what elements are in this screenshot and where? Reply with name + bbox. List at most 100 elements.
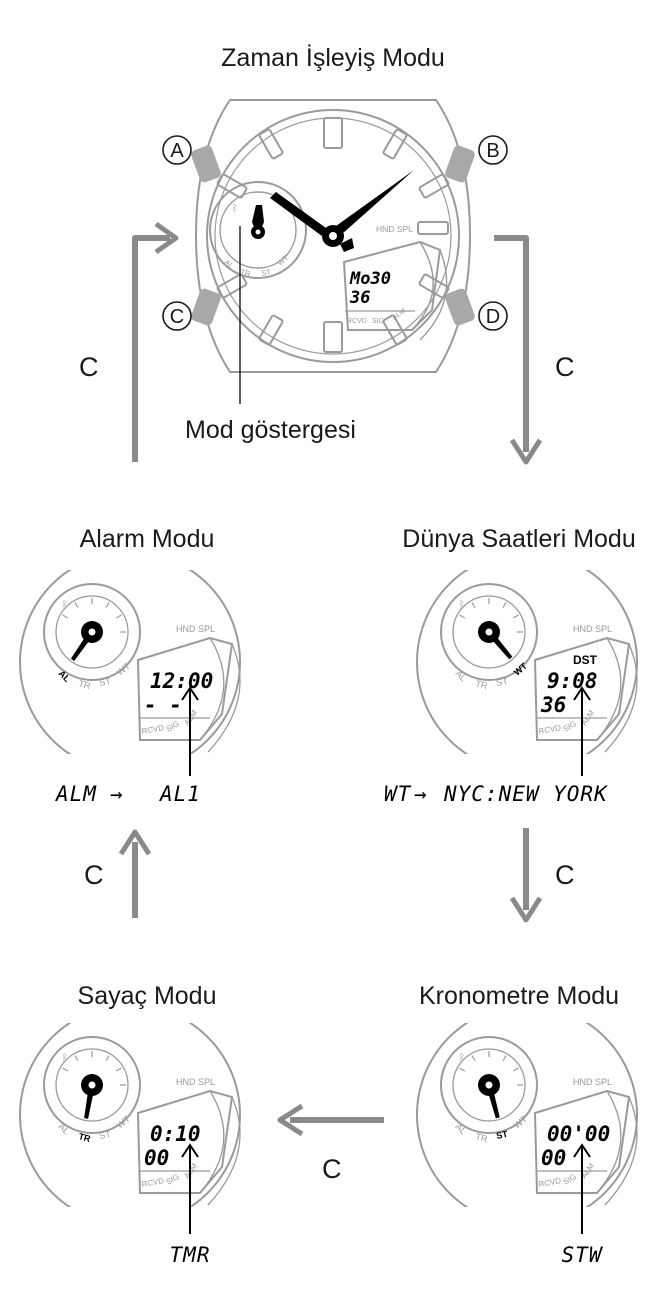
- world-lcd-line1: 9:08: [547, 669, 598, 693]
- stopwatch-code: STW: [562, 1243, 604, 1267]
- watch-hands: [270, 170, 414, 252]
- timer-lcd-line2: 00: [144, 1146, 169, 1170]
- arrow-alarm-to-main: [132, 235, 170, 462]
- alarm-subdial-label: AL: [57, 668, 73, 684]
- alarm-mode-pointer: [70, 621, 103, 661]
- watch-case: [194, 99, 472, 373]
- button-c-label: C: [170, 306, 184, 328]
- stopwatch-dial-outline: [416, 1023, 638, 1207]
- button-labels: [162, 135, 508, 331]
- timer-hnd-spl: HND SPL: [176, 1077, 215, 1087]
- stopwatch-subdial: [440, 1036, 538, 1134]
- main-arc-sig: SIG: [372, 318, 384, 325]
- button-a-label: A: [170, 140, 184, 162]
- watch-dial: [206, 109, 460, 363]
- side-buttons: [190, 144, 476, 326]
- alarm-bluetooth-icon: ᛒ: [62, 600, 68, 611]
- timer-arc-label: RCVD: [141, 1176, 165, 1189]
- stopwatch-subdial-label: ST: [495, 1129, 509, 1141]
- alarm-mode-title: Alarm Modu: [80, 525, 215, 553]
- world-code-from: WT: [384, 782, 412, 806]
- alarm-code-to: AL1: [158, 782, 201, 806]
- timer-arc-label: SIG: [165, 1172, 181, 1187]
- timer-subdial-label: ST: [98, 1129, 112, 1141]
- button-d-label: D: [486, 306, 500, 328]
- alarm-arc-label: SIG: [165, 719, 181, 734]
- stopwatch-arc-label: SIG: [562, 1172, 578, 1187]
- timer-mode-title: Sayaç Modu: [78, 982, 217, 1010]
- button-b-pusher[interactable]: [444, 144, 476, 183]
- subdial-label-st: ST: [261, 267, 272, 278]
- timer-subdial-label: AL: [57, 1121, 72, 1136]
- mode-subdial: [209, 181, 307, 279]
- alarm-dial-outline: [19, 570, 241, 754]
- timer-subdial-label: TR: [77, 1131, 92, 1144]
- timer-bluetooth-icon: ᛒ: [62, 1053, 68, 1064]
- alarm-code-from: ALM: [54, 782, 97, 806]
- main-arc-alm: ALM: [391, 308, 407, 322]
- world-code-arrow: →: [414, 782, 428, 806]
- stopwatch-mode-title: Kronometre Modu: [419, 982, 619, 1010]
- world-time-mode-title: Dünya Saatleri Modu: [402, 525, 635, 553]
- world-bluetooth-icon: ᛒ: [459, 600, 465, 611]
- main-lcd-line1: Mo30: [349, 269, 391, 289]
- timer-lcd-line1: 0:10: [150, 1122, 201, 1146]
- button-d-pusher[interactable]: [444, 287, 476, 326]
- stopwatch-arc-label: RCVD: [538, 1176, 562, 1189]
- main-arc-rcvd: RCVD: [347, 318, 367, 325]
- button-b-label: B: [486, 140, 499, 162]
- world-arc-label: RCVD: [538, 723, 562, 736]
- arrow-label-bottom: C: [322, 1154, 342, 1184]
- world-dial-outline: [416, 570, 638, 754]
- subdial-label-wt: WT: [276, 253, 291, 268]
- alarm-arc-label: RCVD: [141, 723, 165, 736]
- main-lcd-line2: 36: [349, 288, 370, 308]
- world-subdial-label: AL: [454, 668, 469, 683]
- world-arc-label: SIG: [562, 719, 578, 734]
- main-watch: [194, 99, 472, 373]
- pointer-arrows: [181, 686, 591, 1234]
- world-hnd-spl: HND SPL: [573, 624, 612, 634]
- world-subdial-label: TR: [474, 678, 489, 691]
- timer-subdial: [43, 1036, 141, 1134]
- mode-indicator-callout: Mod göstergesi: [185, 416, 356, 444]
- alarm-lcd-line2: - -: [144, 693, 182, 717]
- main-hnd-spl: HND SPL: [376, 224, 413, 234]
- alarm-subdial-label: ST: [98, 676, 112, 688]
- stopwatch-subdial-label: TR: [474, 1131, 489, 1144]
- world-subdial: [440, 583, 538, 681]
- world-lcd-top: DST: [573, 653, 598, 667]
- world-subdial-label: ST: [495, 676, 509, 688]
- arrow-main-to-world: [494, 235, 529, 452]
- stopwatch-hnd-spl: HND SPL: [573, 1077, 612, 1087]
- timer-dial-outline: [19, 1023, 241, 1207]
- button-c-pusher[interactable]: [190, 287, 222, 326]
- timer-code: TMR: [170, 1243, 211, 1267]
- stopwatch-bluetooth-icon: ᛒ: [459, 1053, 465, 1064]
- arrow-label-right-top: C: [555, 352, 575, 382]
- arrow-label-left-top: C: [79, 352, 99, 382]
- button-a-pusher[interactable]: [190, 144, 222, 183]
- stopwatch-subdial-label: AL: [454, 1121, 469, 1136]
- arrow-label-left-mid: C: [84, 860, 104, 890]
- stopwatch-lcd-line2: 00: [541, 1146, 566, 1170]
- alarm-subdial: [43, 583, 141, 681]
- arrow-label-right-mid: C: [555, 860, 575, 890]
- alarm-subdial-label: TR: [77, 678, 92, 691]
- world-mode-pointer: [478, 621, 513, 660]
- timer-mode-pointer: [81, 1074, 103, 1119]
- world-code-to: NYC:NEW YORK: [443, 782, 608, 806]
- alarm-hnd-spl: HND SPL: [176, 624, 215, 634]
- world-lcd-line2: 36: [540, 693, 566, 717]
- mode-pointer: [251, 205, 265, 239]
- alarm-code-arrow: →: [110, 782, 124, 806]
- bluetooth-icon: ᛒ: [232, 203, 237, 213]
- hour-markers: [216, 117, 450, 353]
- stopwatch-lcd-line1: 00'00: [547, 1122, 610, 1146]
- stopwatch-mode-pointer: [478, 1074, 500, 1119]
